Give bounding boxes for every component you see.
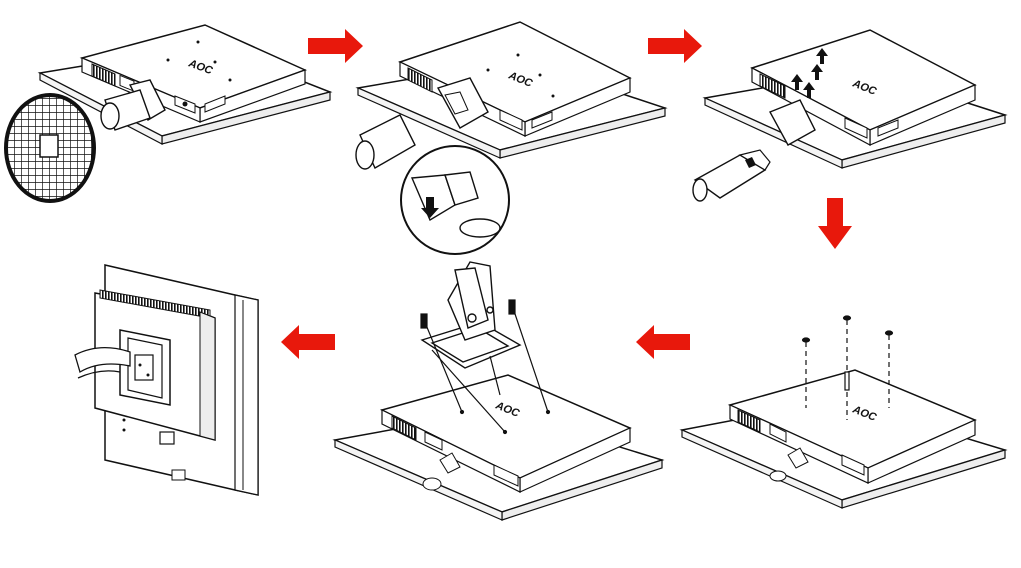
step-2-illustration: AOC — [356, 22, 665, 254]
latch-detail-callout — [401, 146, 509, 254]
arrow-left-1 — [281, 325, 335, 359]
removed-neck — [693, 150, 770, 201]
wall-plate — [120, 330, 170, 405]
step-1-illustration: AOC — [6, 25, 330, 201]
step-4-illustration: AOC — [682, 316, 1005, 508]
arrow-down — [818, 198, 852, 249]
arrow-left-2 — [636, 325, 690, 359]
step-6-illustration — [75, 265, 258, 495]
step-3-illustration: AOC — [693, 30, 1005, 201]
arrow-right-2 — [648, 29, 702, 63]
stand-base — [6, 95, 94, 201]
step-5-illustration: AOC — [335, 262, 662, 520]
arrow-right-1 — [308, 29, 363, 63]
